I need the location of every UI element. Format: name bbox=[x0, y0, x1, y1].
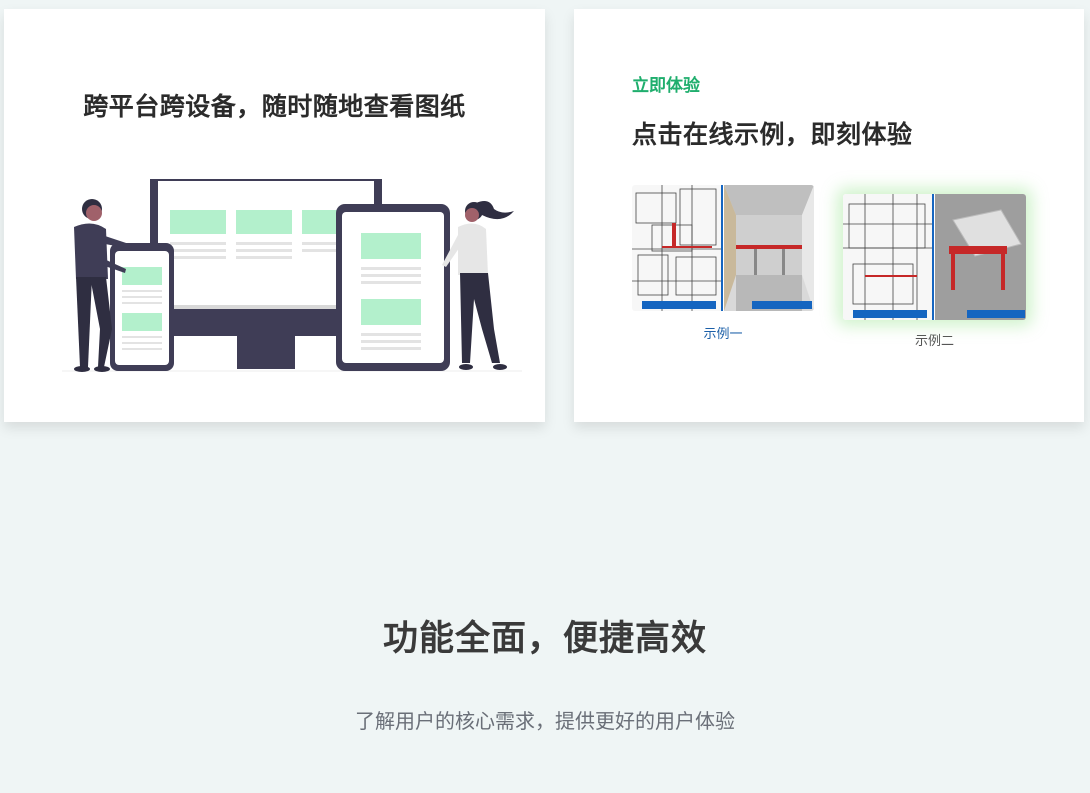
example-two-label[interactable]: 示例二 bbox=[914, 334, 954, 349]
cad-preview-image bbox=[843, 194, 1026, 320]
features-title: 功能全面，便捷高效 bbox=[382, 619, 707, 659]
features-subtitle: 了解用户的核心需求，提供更好的用户体验 bbox=[355, 709, 735, 733]
try-now-eyebrow: 立即体验 bbox=[632, 76, 700, 96]
example-one-thumbnail[interactable] bbox=[632, 185, 814, 311]
cross-platform-card: 跨平台跨设备，随时随地查看图纸 bbox=[4, 9, 545, 422]
try-now-card: 立即体验 点击在线示例，即刻体验 bbox=[574, 9, 1084, 422]
example-two-link[interactable]: 示例二 bbox=[843, 194, 1026, 349]
example-one-link[interactable]: 示例一 bbox=[632, 185, 814, 342]
multi-device-illustration bbox=[62, 179, 522, 372]
example-two-thumbnail[interactable] bbox=[843, 194, 1026, 320]
example-one-label[interactable]: 示例一 bbox=[703, 327, 743, 342]
try-now-title: 点击在线示例，即刻体验 bbox=[632, 120, 913, 149]
cross-platform-title: 跨平台跨设备，随时随地查看图纸 bbox=[83, 92, 466, 121]
cad-preview-image bbox=[632, 185, 814, 311]
